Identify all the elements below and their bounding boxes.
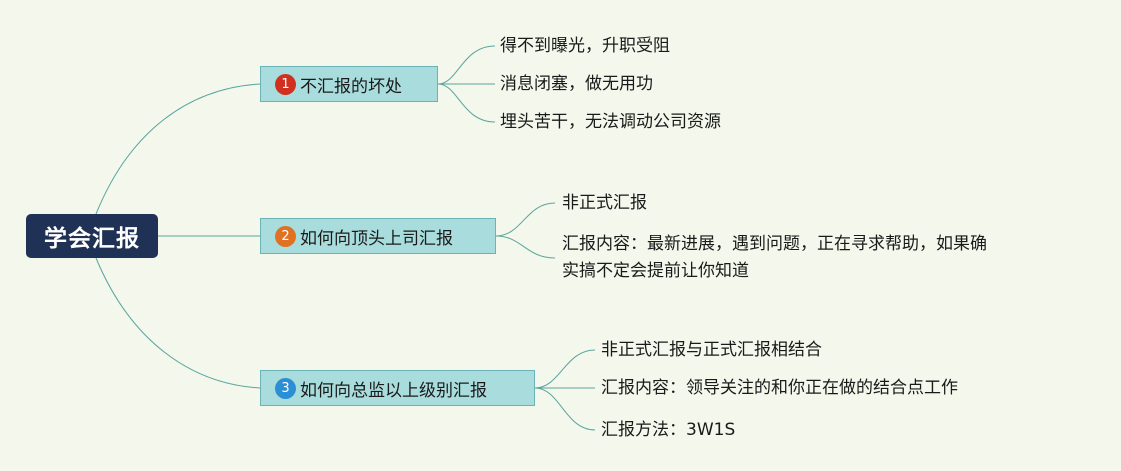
root-to-branch-1-line: [95, 83, 261, 215]
branch-2-leaf-2[interactable]: 汇报内容：最新进展，遇到问题，正在寻求帮助，如果确: [562, 234, 987, 254]
root-to-branch-3-line: [95, 257, 261, 389]
branch-3-label: 如何向总监以上级别汇报: [300, 380, 487, 401]
branch-1-leaf-1[interactable]: 得不到曝光，升职受阻: [500, 36, 670, 56]
number-1-badge-icon: 1: [275, 73, 296, 95]
number-2-badge-icon: 2: [275, 225, 296, 247]
branch-1-leaf-3[interactable]: 埋头苦干，无法调动公司资源: [500, 112, 721, 132]
branch-3-topic[interactable]: 3 如何向总监以上级别汇报: [260, 370, 535, 406]
branch-2-label: 如何向顶头上司汇报: [300, 228, 453, 249]
branch-1-topic[interactable]: 1 不汇报的坏处: [260, 66, 438, 102]
root-topic[interactable]: 学会汇报: [26, 214, 158, 258]
branch-1-leaf-2[interactable]: 消息闭塞，做无用功: [500, 74, 653, 94]
number-3-badge-icon: 3: [275, 377, 296, 399]
branch-3-leaf-3[interactable]: 汇报方法：3W1S: [601, 420, 736, 440]
branch-3-leaf-2[interactable]: 汇报内容：领导关注的和你正在做的结合点工作: [601, 378, 958, 398]
branch-2-leaf-1[interactable]: 非正式汇报: [562, 193, 647, 213]
branch-3-leaf-1-line: [534, 349, 596, 389]
branch-2-leaf-2-continued[interactable]: 实搞不定会提前让你知道: [562, 261, 749, 281]
branch-1-leaf-1-line: [437, 45, 496, 85]
branch-3-leaf-3-line: [534, 387, 596, 431]
branch-2-topic[interactable]: 2 如何向顶头上司汇报: [260, 218, 496, 254]
branch-2-leaf-1-line: [495, 202, 556, 237]
branch-1-label: 不汇报的坏处: [300, 76, 402, 97]
branch-1-leaf-3-line: [437, 83, 496, 123]
branch-2-leaf-2-line: [495, 235, 556, 259]
branch-3-leaf-1[interactable]: 非正式汇报与正式汇报相结合: [601, 340, 822, 360]
